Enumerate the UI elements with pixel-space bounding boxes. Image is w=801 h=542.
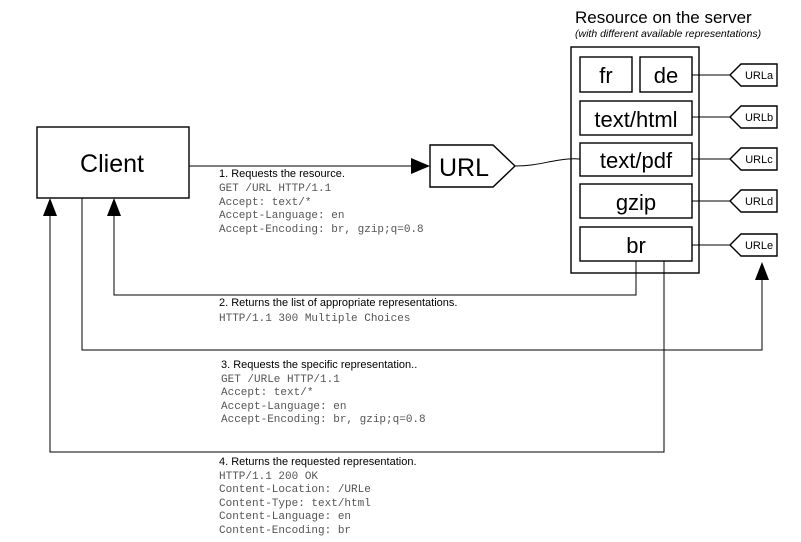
- step3-line: Accept-Encoding: br, gzip;q=0.8: [221, 414, 426, 426]
- urla-label: URLa: [745, 70, 774, 82]
- url-to-text-pdf-connector: [514, 158, 581, 167]
- server-title: Resource on the server: [575, 8, 752, 27]
- step1-line: Accept: text/*: [219, 197, 311, 209]
- representation-gzip-box: [579, 183, 693, 219]
- step3-line: GET /URLe HTTP/1.1: [221, 374, 340, 386]
- client-box: [36, 126, 190, 199]
- client-label: Client: [80, 150, 144, 178]
- representation-de-label: de: [654, 63, 678, 88]
- step4-line: HTTP/1.1 200 OK: [219, 471, 318, 483]
- step1-line: Accept-Language: en: [219, 210, 344, 222]
- urlb-label: URLb: [745, 112, 773, 124]
- step4-line: Content-Language: en: [219, 511, 351, 523]
- step1-arrowhead: [411, 158, 430, 174]
- step3-arrow: [81, 198, 763, 351]
- step2-title: 2. Returns the list of appropriate repre…: [219, 297, 457, 309]
- step4-arrow: [49, 214, 665, 453]
- server-subtitle: (with different available representation…: [575, 28, 761, 40]
- step4-line: Content-Encoding: br: [219, 525, 351, 537]
- step3-line: Accept: text/*: [221, 387, 313, 399]
- step4-line: Content-Type: text/html: [219, 498, 371, 510]
- urlc-tag: [729, 147, 778, 171]
- representation-text-html-label: text/html: [594, 107, 677, 132]
- step2-arrowhead: [107, 198, 121, 216]
- representation-gzip-label: gzip: [616, 190, 656, 215]
- step3-arrowhead: [755, 262, 769, 280]
- representation-br-label: br: [626, 233, 646, 258]
- urlb-tag: [729, 105, 778, 129]
- representation-text-pdf-box: [579, 142, 693, 177]
- step1-line: GET /URL HTTP/1.1: [219, 183, 332, 195]
- step4-title: 4. Returns the requested representation.: [219, 456, 417, 468]
- urlc-label: URLc: [745, 154, 773, 166]
- urle-tag: [729, 233, 778, 257]
- step4-line: Content-Location: /URLe: [219, 484, 371, 496]
- representation-de-box: [639, 56, 693, 93]
- url-label: URL: [439, 154, 489, 182]
- step1-line: Accept-Encoding: br, gzip;q=0.8: [219, 224, 424, 236]
- step1-title: 1. Requests the resource.: [219, 168, 345, 180]
- urle-label: URLe: [745, 240, 773, 252]
- urld-label: URLd: [745, 196, 773, 208]
- step2-line: HTTP/1.1 300 Multiple Choices: [219, 313, 410, 325]
- step4-arrowhead: [43, 198, 57, 216]
- step2-arrow: [113, 214, 637, 296]
- urla-tag: [729, 63, 778, 87]
- representation-text-html-box: [579, 100, 693, 136]
- representation-fr-box: [579, 56, 633, 93]
- urld-tag: [729, 189, 778, 213]
- url-tag: [429, 144, 517, 188]
- step3-title: 3. Requests the specific representation.…: [221, 359, 417, 371]
- step3-line: Accept-Language: en: [221, 401, 346, 413]
- representation-fr-label: fr: [599, 63, 612, 88]
- representation-text-pdf-label: text/pdf: [600, 148, 673, 173]
